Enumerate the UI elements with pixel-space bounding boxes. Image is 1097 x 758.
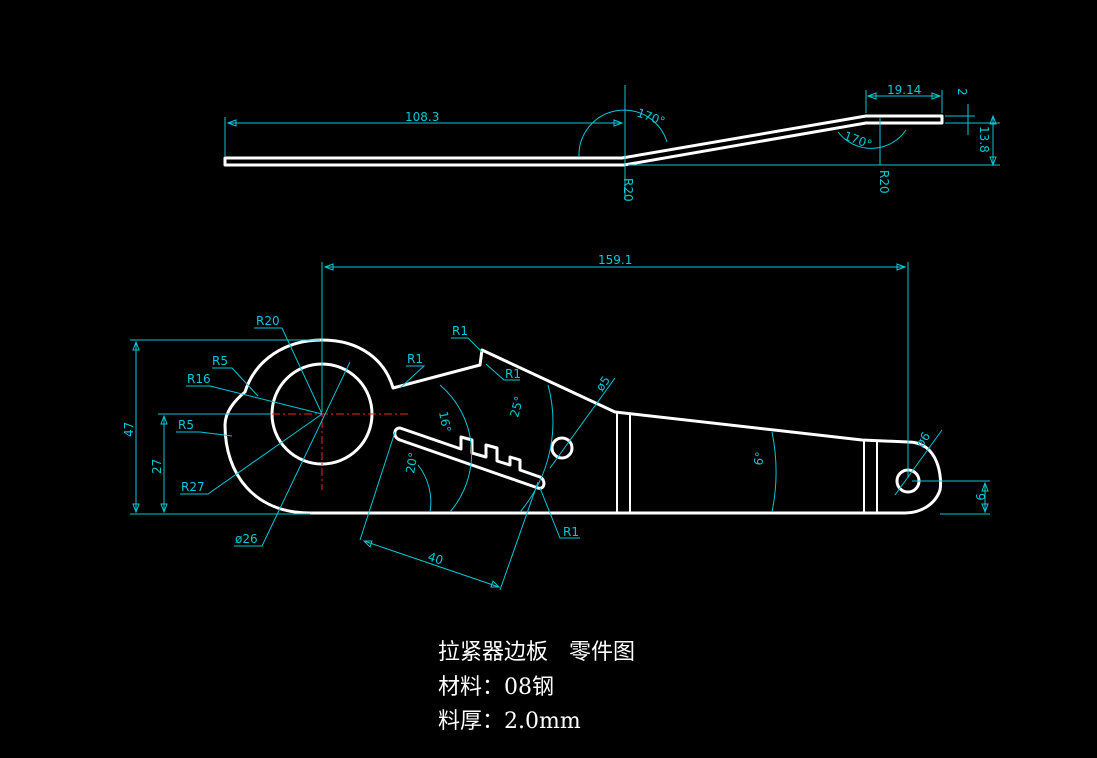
- dim-47: 47: [122, 422, 136, 437]
- dim-19-14: 19.14: [887, 83, 921, 97]
- dim-r16: R16: [187, 372, 211, 386]
- title-material: 材料：08钢: [438, 675, 554, 700]
- dim-r1-b: R1: [452, 324, 468, 338]
- dim-r27: R27: [181, 480, 205, 494]
- dim-r20-a: R20: [621, 178, 635, 202]
- dim-2: 2: [955, 88, 969, 96]
- dim-dia5: ø5: [593, 373, 613, 393]
- dim-25deg: 25°: [507, 395, 526, 419]
- dim-r5-a: R5: [212, 354, 228, 368]
- dim-40: 40: [426, 550, 445, 568]
- dim-108-3: 108.3: [405, 110, 439, 124]
- side-view: 108.3 170° R20 19.14 2 13.8 170° R20: [223, 83, 1000, 202]
- side-view-profile: [223, 114, 944, 167]
- dim-27: 27: [150, 459, 164, 474]
- dim-6deg: 6°: [751, 451, 767, 467]
- title-thickness: 料厚：2.0mm: [438, 709, 581, 734]
- dim-16deg: 16°: [436, 410, 453, 433]
- plan-view: 159.1 47 27 R20 R5 R16 R5 R27 ø26 R1 R1 …: [122, 253, 990, 591]
- dim-dia26: ø26: [235, 532, 258, 546]
- dim-170-b: 170°: [842, 129, 874, 152]
- small-hole: [550, 436, 574, 460]
- dim-r20-b: R20: [877, 170, 891, 194]
- dim-r1-d: R1: [563, 525, 579, 539]
- dim-r5-b: R5: [178, 418, 194, 432]
- dim-r1-c: R1: [505, 367, 521, 381]
- dim-170-a: 170°: [635, 106, 667, 129]
- dim-20deg: 20°: [403, 451, 420, 474]
- dim-159-1: 159.1: [598, 253, 632, 267]
- dim-r20: R20: [256, 314, 280, 328]
- dim-r1-a: R1: [407, 352, 423, 366]
- toothed-slot: [393, 426, 546, 490]
- dim-13-8: 13.8: [977, 126, 991, 153]
- dim-9: 9: [973, 493, 987, 501]
- title-part-name: 拉紧器边板 零件图: [438, 640, 635, 665]
